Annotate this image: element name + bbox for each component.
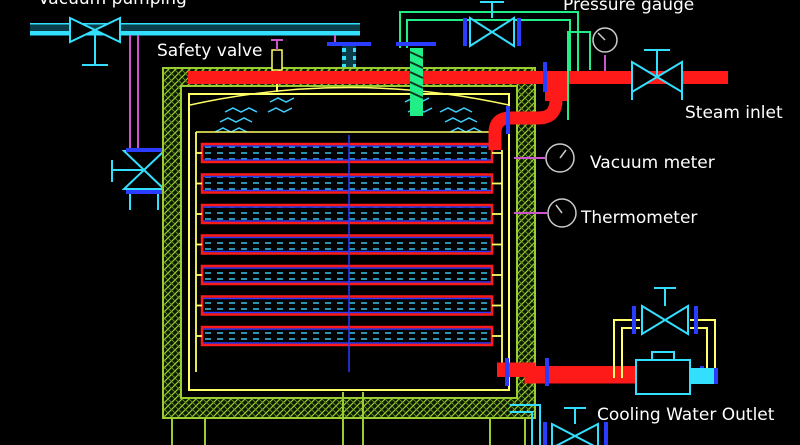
shelf — [196, 295, 502, 316]
gate-valve-icon — [111, 148, 167, 210]
pressure-gauge-label: Pressure gauge — [563, 0, 694, 15]
shelf — [196, 173, 502, 194]
shelf — [196, 264, 502, 286]
shelf — [196, 142, 502, 164]
pressure-gauge-icon — [592, 27, 618, 71]
safety-valve-label: Safety valve — [157, 41, 263, 61]
steam-pipe — [188, 71, 728, 384]
condensate-line — [399, 11, 591, 120]
heating-shelves — [196, 131, 503, 372]
vacuum-pumping-label: Vacuum pumping — [38, 0, 187, 9]
safety-valve-icon — [271, 39, 283, 92]
thermometer-label: Thermometer — [580, 208, 697, 228]
cooling-water-section — [510, 319, 718, 445]
shelf — [196, 234, 502, 255]
shelf — [196, 203, 502, 225]
cooling-water-outlet-label: Cooling Water Outlet — [597, 405, 775, 425]
dryer-legs — [171, 392, 526, 445]
vacuum-meter-label: Vacuum meter — [590, 153, 715, 173]
shelf — [196, 325, 502, 347]
gate-valve-icon — [543, 407, 608, 445]
gate-valve-icon — [69, 16, 121, 66]
gate-valve-icon — [632, 287, 698, 336]
steam-inlet-label: Steam inlet — [685, 103, 783, 123]
gate-valve-icon — [631, 49, 683, 100]
vacuum-meter-icon — [514, 143, 575, 173]
gate-valve-icon — [463, 1, 521, 48]
thermometer-icon — [514, 198, 577, 228]
condensate-trap — [396, 42, 436, 116]
